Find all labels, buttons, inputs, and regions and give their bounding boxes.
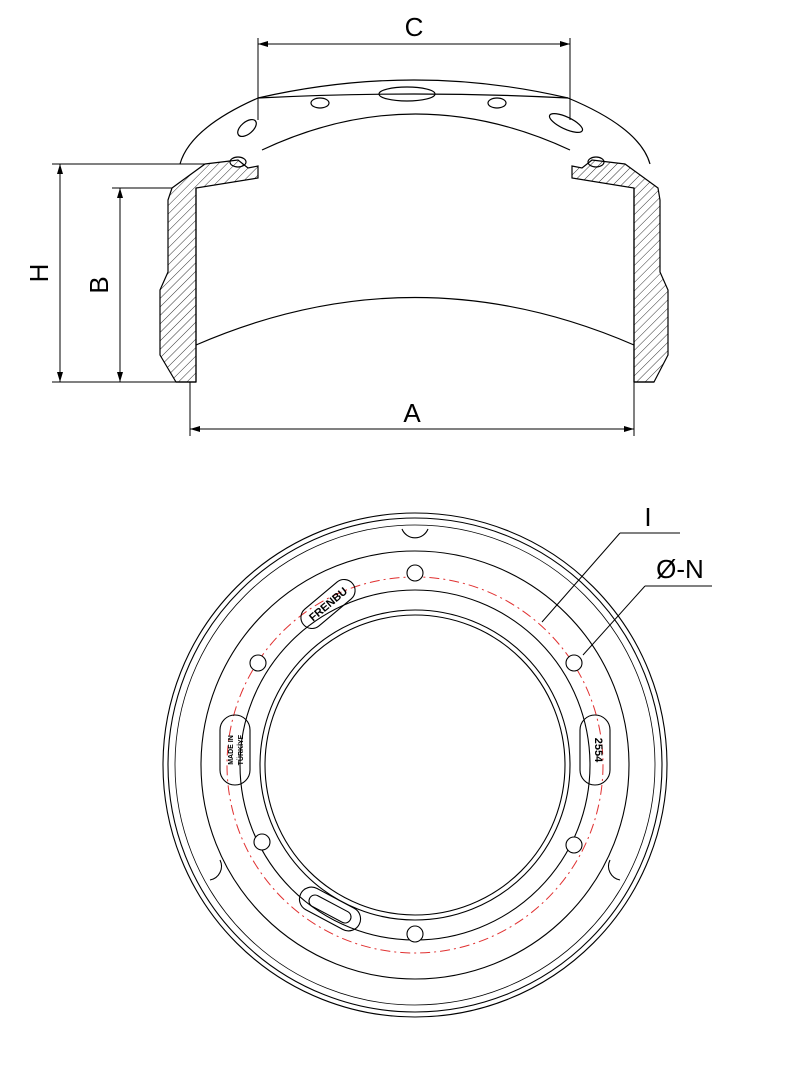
dimension-label-h: H bbox=[24, 264, 54, 283]
bolt-hole bbox=[253, 833, 271, 851]
bolt-hole bbox=[565, 654, 583, 672]
top-plan-view bbox=[162, 512, 668, 1018]
bolt-hole bbox=[565, 836, 583, 854]
bolt-hole bbox=[249, 654, 267, 672]
leader-label-i: I bbox=[644, 502, 651, 532]
drum-top-inner-edge bbox=[257, 93, 569, 99]
center-bore-circle bbox=[259, 609, 571, 921]
outer-rim-circle bbox=[162, 512, 668, 1018]
bolt-hole bbox=[406, 925, 424, 943]
leader-label-n: Ø-N bbox=[656, 554, 704, 584]
drum-top-outline bbox=[179, 79, 651, 165]
dimension-label-a: A bbox=[403, 398, 421, 428]
part-number-embossing: 2554 bbox=[592, 738, 604, 763]
right-wall-section bbox=[571, 159, 669, 383]
side-view-dimensions bbox=[52, 38, 635, 436]
origin-embossing-line1: MADE IN bbox=[228, 735, 235, 765]
drum-opening-arc bbox=[261, 113, 571, 151]
dimension-label-c: C bbox=[405, 12, 424, 42]
bolt-hole bbox=[406, 564, 424, 582]
dimension-label-b: B bbox=[84, 276, 114, 293]
pitch-circle bbox=[226, 576, 604, 954]
side-section-view bbox=[159, 79, 669, 383]
flange-outer-circle bbox=[200, 550, 630, 980]
leader-lines bbox=[541, 532, 712, 656]
left-wall-section bbox=[159, 159, 259, 383]
flange-notches bbox=[209, 528, 621, 881]
mounting-face-circle bbox=[239, 589, 591, 941]
bolt-holes bbox=[249, 564, 583, 943]
drum-bottom-rim-arc bbox=[195, 296, 635, 346]
embossed-slots bbox=[219, 578, 611, 932]
origin-embossing-line2: TÜRKİYE bbox=[236, 734, 245, 765]
